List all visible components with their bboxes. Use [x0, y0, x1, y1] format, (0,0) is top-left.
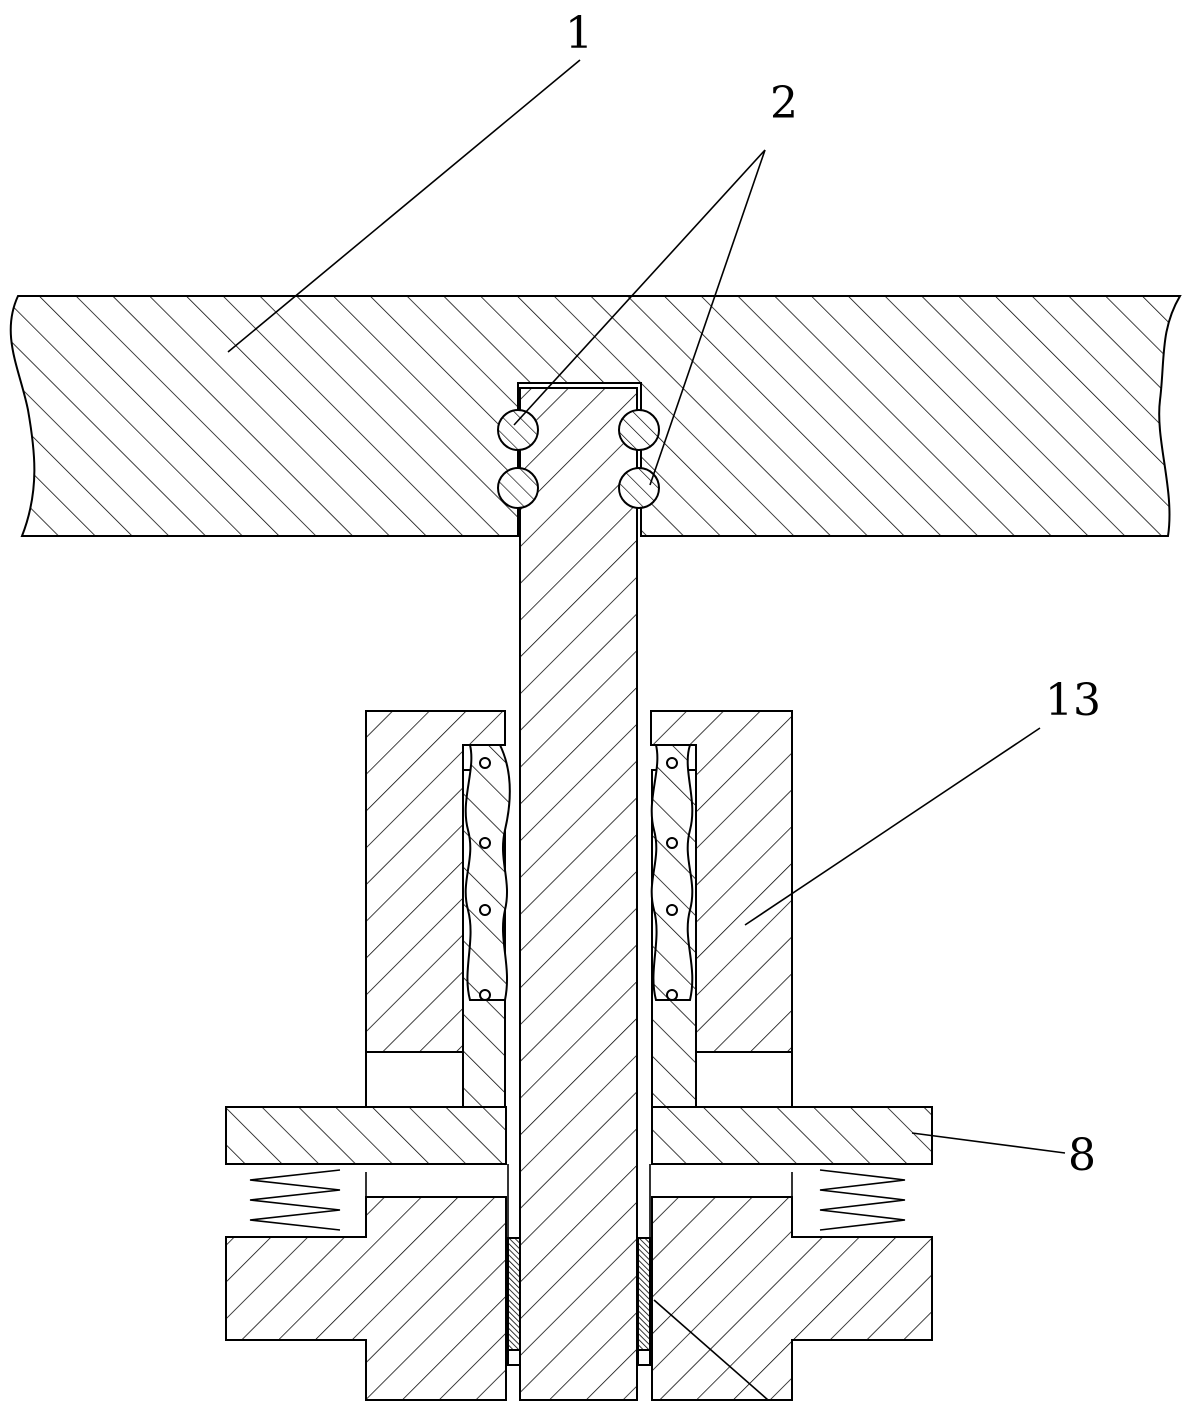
label-13: 13 — [1045, 675, 1101, 726]
label-8: 8 — [1068, 1130, 1096, 1181]
label-2: 2 — [770, 78, 798, 129]
spring-left — [250, 1170, 340, 1230]
sleeve-left — [463, 745, 510, 1107]
leader-lines — [228, 60, 1065, 1400]
spring-right — [820, 1170, 905, 1230]
central-shaft — [518, 383, 641, 1400]
label-1: 1 — [565, 8, 593, 59]
sleeve-right — [652, 745, 696, 1107]
